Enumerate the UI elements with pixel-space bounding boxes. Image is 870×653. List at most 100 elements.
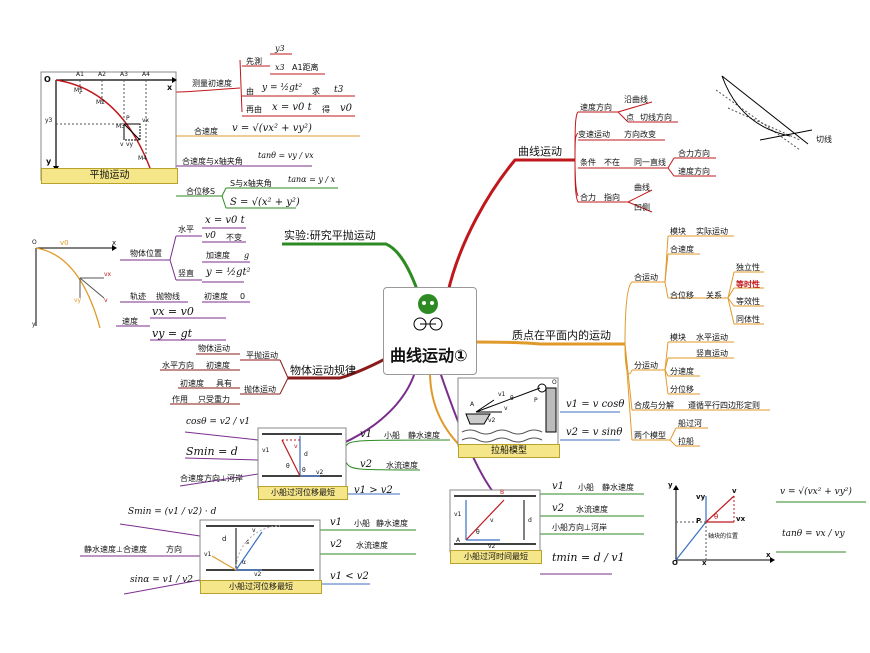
branch-rules-label[interactable]: 物体运动规律 <box>290 364 356 377</box>
pm-compose-v: 合速度 <box>670 245 694 254</box>
center-node[interactable]: 曲线运动① <box>383 287 477 375</box>
proj-tan-v: tanθ = vy / vx <box>258 151 314 160</box>
curve-subtree <box>574 101 716 213</box>
boat-min-t-label-v2: v2 <box>488 543 496 550</box>
cm-point: 点 <box>626 113 634 122</box>
proj-label-vx: vx <box>142 117 150 124</box>
boat-min-t-flow-v: 水流速度 <box>576 505 608 514</box>
pull-label-v2: v2 <box>488 417 496 424</box>
obj-vx-eq: vx = v0 <box>152 305 194 318</box>
pm-decompose: 分运动 <box>634 361 658 370</box>
proj-first: 先測 <box>246 57 262 66</box>
boat-min-s2-dir: 静水速度⊥合速度 <box>84 545 147 554</box>
cm-points-to: 指向 <box>604 193 620 202</box>
pull-label-O: O <box>552 379 557 386</box>
obj-pos: 物体位置 <box>130 249 162 258</box>
boat-min-s2-still-v: 静水速度 <box>376 519 408 528</box>
rules-subtree <box>160 353 289 405</box>
cm-tangent: 切线方向 <box>640 113 672 122</box>
pull-label-P: P <box>534 397 538 404</box>
obj-y-eq: y = ½gt² <box>206 267 251 278</box>
boat-min-s-boat: 小船 <box>384 431 400 440</box>
obj-label-y: y <box>32 321 36 328</box>
boat-min-t-label-A: A <box>456 537 461 544</box>
pm-v-motion: 竖直运动 <box>696 349 728 358</box>
obj-constant: 不变 <box>226 233 242 242</box>
cm-variable: 变速运动 <box>578 130 610 139</box>
branch-experiment <box>282 242 420 293</box>
boat-min-t-figure <box>449 489 541 553</box>
branch-experiment-label[interactable]: 实验:研究平抛运动 <box>284 229 376 242</box>
pm-same-body: 同体性 <box>736 315 760 324</box>
boat-min-s2-v2: v2 <box>330 539 343 550</box>
pull-caption: 拉船模型 <box>458 444 560 458</box>
obj-v0: v0 <box>205 231 216 241</box>
boat-min-s-label-v: v <box>294 443 298 450</box>
obj-x-eq: x = v0 t <box>205 215 245 226</box>
boat-min-s2-direction: 方向 <box>166 545 182 554</box>
obj-vertical: 竖直 <box>178 269 194 278</box>
boat-min-t-label-v: v <box>490 517 494 524</box>
mascot-cyclist-icon <box>413 294 443 331</box>
vd-label-P: P <box>696 517 702 525</box>
disp-subtree <box>176 187 338 209</box>
boat-min-s-figure <box>257 427 347 489</box>
boat-min-t-label-d: d <box>528 517 532 524</box>
pm-watch: 模块 <box>670 227 686 236</box>
boat-min-s2-cond: v1 < v2 <box>330 571 369 582</box>
proj-label-M1: M1 <box>74 87 83 94</box>
boat-min-s2-left-lines <box>80 523 201 595</box>
obj-zero: 0 <box>240 292 246 301</box>
tangent-figure <box>715 75 813 151</box>
rules-proj-motion: 平抛运动 <box>246 351 278 360</box>
proj-by: 由 <box>246 87 254 96</box>
cm-net-force-dir: 合力方向 <box>678 149 710 158</box>
pm-parallelogram: 遵循平行四边形定则 <box>688 401 760 410</box>
objpos-subtree <box>116 227 250 341</box>
pm-h-motion: 水平运动 <box>696 333 728 342</box>
pull-label-v: v <box>504 405 508 412</box>
boat-min-t-label-theta: θ <box>476 529 480 536</box>
boat-min-s-s: Smin = d <box>186 445 238 458</box>
obj-label-v0: v0 <box>60 239 69 247</box>
branch-plane-label[interactable]: 质点在平面内的运动 <box>512 329 611 342</box>
rules-proj: 物体运动 <box>198 344 230 353</box>
proj-find: 求 <box>312 87 320 96</box>
pm-independent: 独立性 <box>736 263 760 272</box>
boat-min-s2-label-s: s <box>246 539 250 546</box>
pm-two-models: 两个模型 <box>634 431 666 440</box>
cm-concave: 凹侧 <box>634 203 650 212</box>
proj-label-O: O <box>44 75 51 84</box>
boat-min-t-boat: 小船 <box>578 483 594 492</box>
boat-min-t-label-v1: v1 <box>454 511 462 518</box>
proj-s-angle: S与x轴夹角 <box>230 179 272 188</box>
proj-angle-label: 合速度与x轴夹角 <box>182 157 243 166</box>
proj-then-by: 再由 <box>246 105 262 114</box>
vd-label-vy: vy <box>696 493 706 501</box>
boat-min-t-dir: 小船方向⊥河岸 <box>552 523 607 532</box>
projectile-figure <box>40 71 177 181</box>
pm-compose-decomp: 合成与分解 <box>634 401 674 410</box>
pm-actual: 实际运动 <box>696 227 728 236</box>
center-title: 曲线运动① <box>390 346 468 365</box>
proj-label-v: v <box>120 141 124 148</box>
boat-min-s2-figure <box>199 519 321 583</box>
proj-s-eq: S = √(x² + y²) <box>230 197 300 208</box>
proj-label-y: y <box>46 157 52 166</box>
obj-acc: 加速度 <box>206 251 230 260</box>
obj-label-O: O <box>32 239 37 246</box>
boat-min-s-cos: cosθ = v2 / v1 <box>186 417 251 427</box>
boat-min-s2-flow-v: 水流速度 <box>356 541 388 550</box>
boat-min-s2-boat: 小船 <box>354 519 370 528</box>
cm-along: 沿曲线 <box>624 95 648 104</box>
proj-label-y3: y3 <box>45 117 53 124</box>
projectile-subtree <box>175 53 355 117</box>
boat-min-t-label-B: B <box>500 489 505 496</box>
velocity-formula-lines <box>776 501 866 553</box>
boat-min-s2-label-v1: v1 <box>204 551 212 558</box>
cm-not-on: 不在 <box>604 158 620 167</box>
branch-curve-motion <box>446 158 575 293</box>
branch-curve-label[interactable]: 曲线运动 <box>518 145 562 158</box>
proj-label-M2: M2 <box>96 99 105 106</box>
proj-label-A2: A2 <box>98 71 106 78</box>
